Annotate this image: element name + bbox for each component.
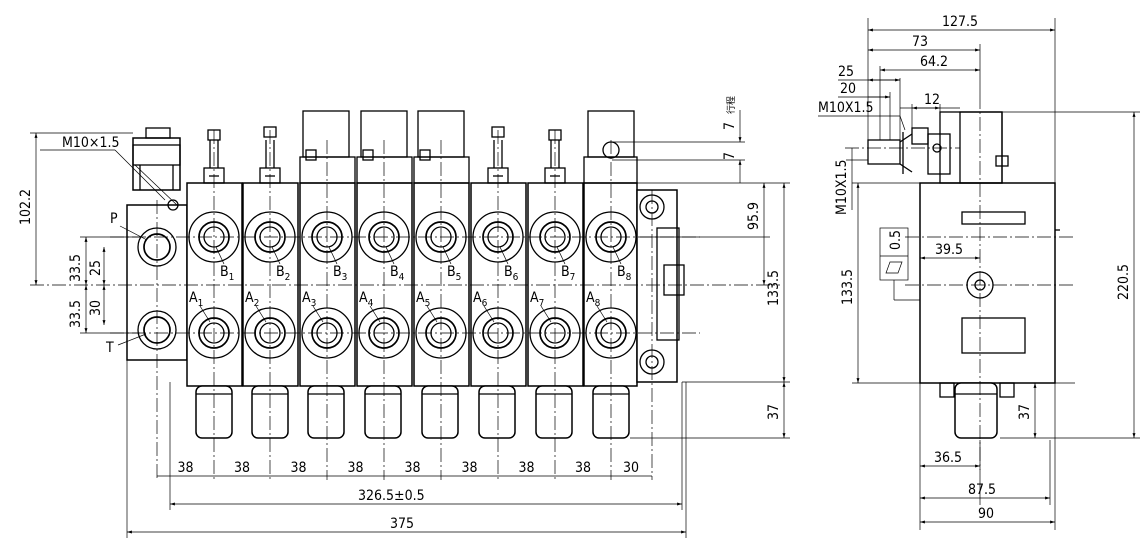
b-port-leader <box>556 246 566 265</box>
dim-height-total: 133.5 <box>766 270 782 306</box>
dim-39: 39.5 <box>935 242 963 258</box>
a-port-label-subscript: 5 <box>425 298 431 309</box>
b-port-label-subscript: 3 <box>342 272 348 283</box>
a-port-label-subscript: 1 <box>198 298 204 309</box>
port-t-label: T <box>105 340 114 356</box>
section-4 <box>356 110 413 439</box>
dim-overall-mount: 326.5±0.5 <box>358 488 425 504</box>
a-port-leader <box>255 305 267 323</box>
side-mid-dimensions: 39.5 133.5 220.5 37 <box>840 111 1140 439</box>
a-port-label-subscript: 8 <box>595 298 601 309</box>
a-port-label-subscript: 6 <box>482 298 488 309</box>
a-port-leader <box>540 305 552 323</box>
side-centerlines <box>845 95 1075 470</box>
b-port-leader <box>215 246 225 265</box>
section-3 <box>299 110 356 439</box>
section-1 <box>186 129 243 439</box>
b-port-label-subscript: 4 <box>399 272 405 283</box>
b-port-label-subscript: 8 <box>626 272 632 283</box>
dim-p-offset: 33.5 <box>68 254 84 282</box>
dim-thread-vertical: M10X1.5 <box>834 159 850 215</box>
dim-36: 36.5 <box>934 450 962 466</box>
inlet-thread-label: M10×1.5 <box>62 135 119 151</box>
front-left-dimensions: 102.2 33.5 25 33.5 30 <box>18 132 140 334</box>
a-port-leader <box>369 305 381 323</box>
a-port-leader <box>312 305 324 323</box>
b-port-label-subscript: 1 <box>229 272 235 283</box>
dim-bottom-37: 37 <box>1017 404 1033 420</box>
dim-pitch: 38 <box>462 460 478 476</box>
dim-b-to-center: 95.9 <box>746 202 762 230</box>
dim-width-64: 64.2 <box>920 54 948 70</box>
dim-87: 87.5 <box>968 482 996 498</box>
a-port-label-subscript: 2 <box>254 298 260 309</box>
dim-stroke-note: 行程 <box>725 96 737 114</box>
a-port-leader <box>199 305 211 323</box>
dim-width-127: 127.5 <box>942 14 978 30</box>
dim-25: 25 <box>838 64 854 80</box>
side-flatness-callout: 0.5 <box>879 227 920 301</box>
b-port-leader <box>499 246 509 265</box>
front-bottom-dimensions: 38 38 38 38 38 38 38 38 30 326.5±0.5 375 <box>126 360 687 538</box>
dim-pitch: 38 <box>348 460 364 476</box>
dim-pitch: 38 <box>575 460 591 476</box>
section-7 <box>527 129 584 439</box>
side-bottom-dimensions: 36.5 87.5 90 <box>919 383 1056 530</box>
b-port-leader <box>271 246 281 265</box>
dim-t-offset: 33.5 <box>68 300 84 328</box>
a-port-leader <box>596 305 608 323</box>
dim-flatness: 0.5 <box>888 230 904 250</box>
side-top-dimensions: 127.5 73 64.2 25 20 M10X1.5 12 <box>818 14 1056 215</box>
dim-pitch: 38 <box>234 460 250 476</box>
dim-pitch: 38 <box>405 460 421 476</box>
dim-pitch: 38 <box>178 460 194 476</box>
b-port-leader <box>328 246 338 265</box>
a-port-label-subscript: 7 <box>539 298 545 309</box>
side-view: 127.5 73 64.2 25 20 M10X1.5 12 <box>818 14 1140 530</box>
dim-12: 12 <box>924 92 940 108</box>
a-port-label-subscript: 3 <box>311 298 317 309</box>
b-port-leader <box>385 246 395 265</box>
port-p-label: P <box>110 211 118 227</box>
pitch-labels: 38 38 38 38 38 38 38 38 <box>178 460 592 476</box>
dim-end-pitch: 30 <box>623 460 639 476</box>
dim-height-220: 220.5 <box>1116 264 1132 300</box>
b-port-label-subscript: 5 <box>456 272 462 283</box>
dim-t-inner: 30 <box>88 300 104 316</box>
b-port-leader <box>442 246 452 265</box>
dim-pitch: 38 <box>291 460 307 476</box>
b-port-label-subscript: 6 <box>513 272 519 283</box>
dim-thread-side: M10X1.5 <box>818 100 874 116</box>
b-port-label-subscript: 7 <box>570 272 576 283</box>
front-centerlines <box>30 130 780 480</box>
a-port-leader <box>426 305 438 323</box>
side-body <box>867 111 1060 439</box>
dim-stroke-top: 7 <box>722 122 738 130</box>
dim-overall-length: 375 <box>390 516 414 532</box>
b-port-label-subscript: 2 <box>285 272 291 283</box>
dim-width-73: 73 <box>912 34 928 50</box>
a-port-label-subscript: 4 <box>368 298 374 309</box>
a-port-leader <box>483 305 495 323</box>
dim-p-inner: 25 <box>88 260 104 276</box>
outlet-section <box>636 189 685 383</box>
dim-height-133: 133.5 <box>840 269 856 305</box>
dim-left-height: 102.2 <box>18 189 34 225</box>
dim-90: 90 <box>978 506 994 522</box>
front-right-dimensions: 7 行程 7 95.9 133.5 37 <box>612 96 790 439</box>
dim-bottom-ext: 37 <box>766 404 782 420</box>
dim-pitch: 38 <box>519 460 535 476</box>
b-port-leader <box>612 246 622 265</box>
dim-stroke-bottom: 7 <box>722 152 738 160</box>
dim-20: 20 <box>840 81 856 97</box>
